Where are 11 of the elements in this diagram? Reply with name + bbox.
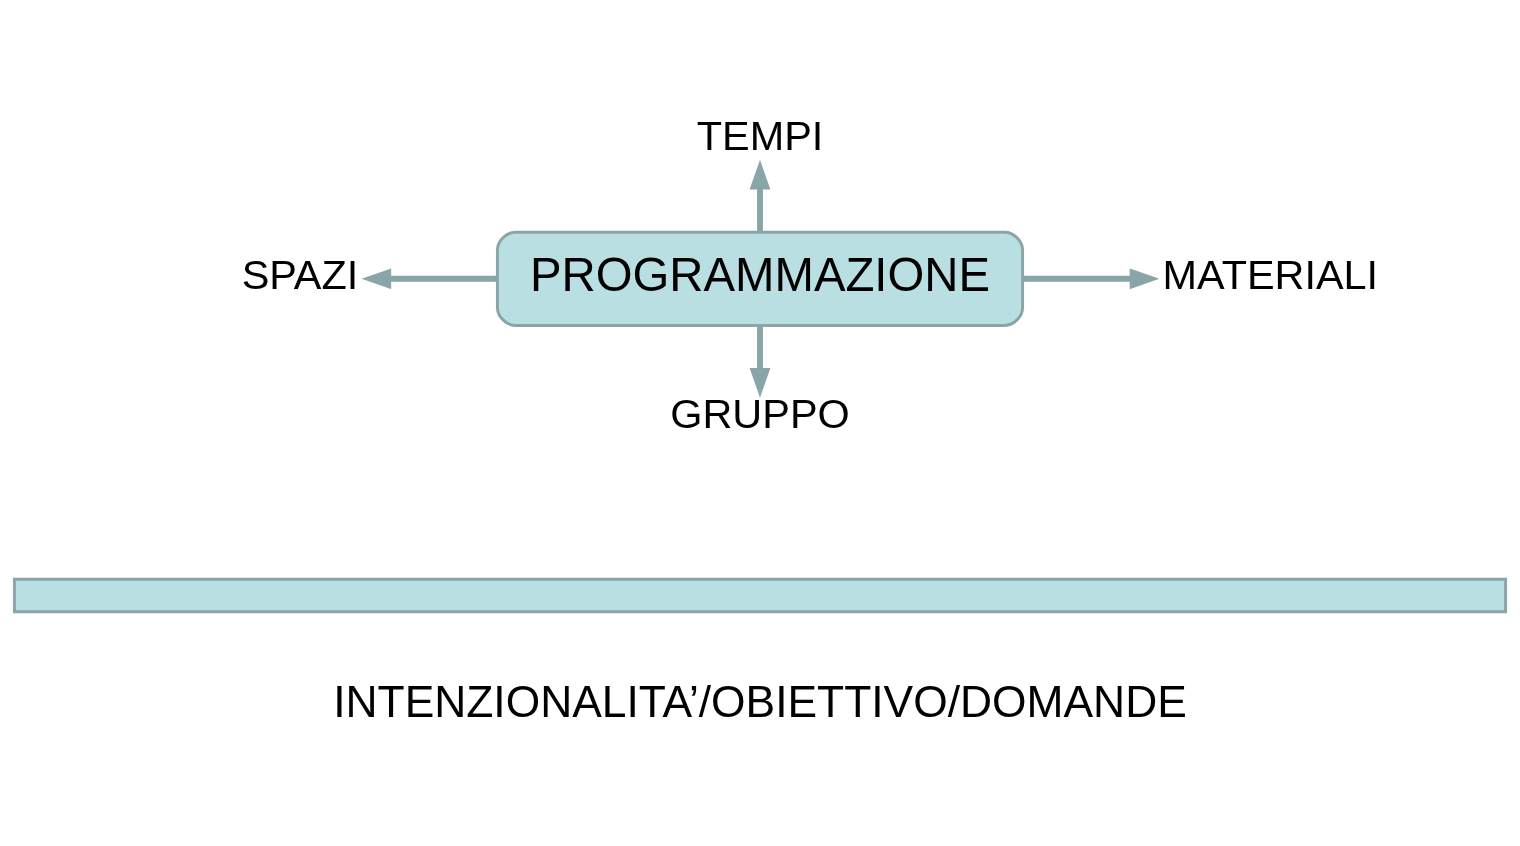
node-box: PROGRAMMAZIONE	[495, 230, 1025, 327]
arrow	[361, 267, 498, 289]
node-text: TEMPI	[696, 112, 824, 159]
node-text: SPAZI	[241, 251, 359, 298]
node-bar	[12, 577, 1508, 613]
arrow	[1022, 267, 1160, 289]
node-label: INTENZIONALITA’/OBIETTIVO/DOMANDE	[333, 676, 1187, 726]
node-text: MATERIALI	[1162, 251, 1379, 298]
node-text: GRUPPO	[670, 390, 850, 437]
arrow	[749, 159, 771, 232]
arrow	[749, 325, 771, 398]
